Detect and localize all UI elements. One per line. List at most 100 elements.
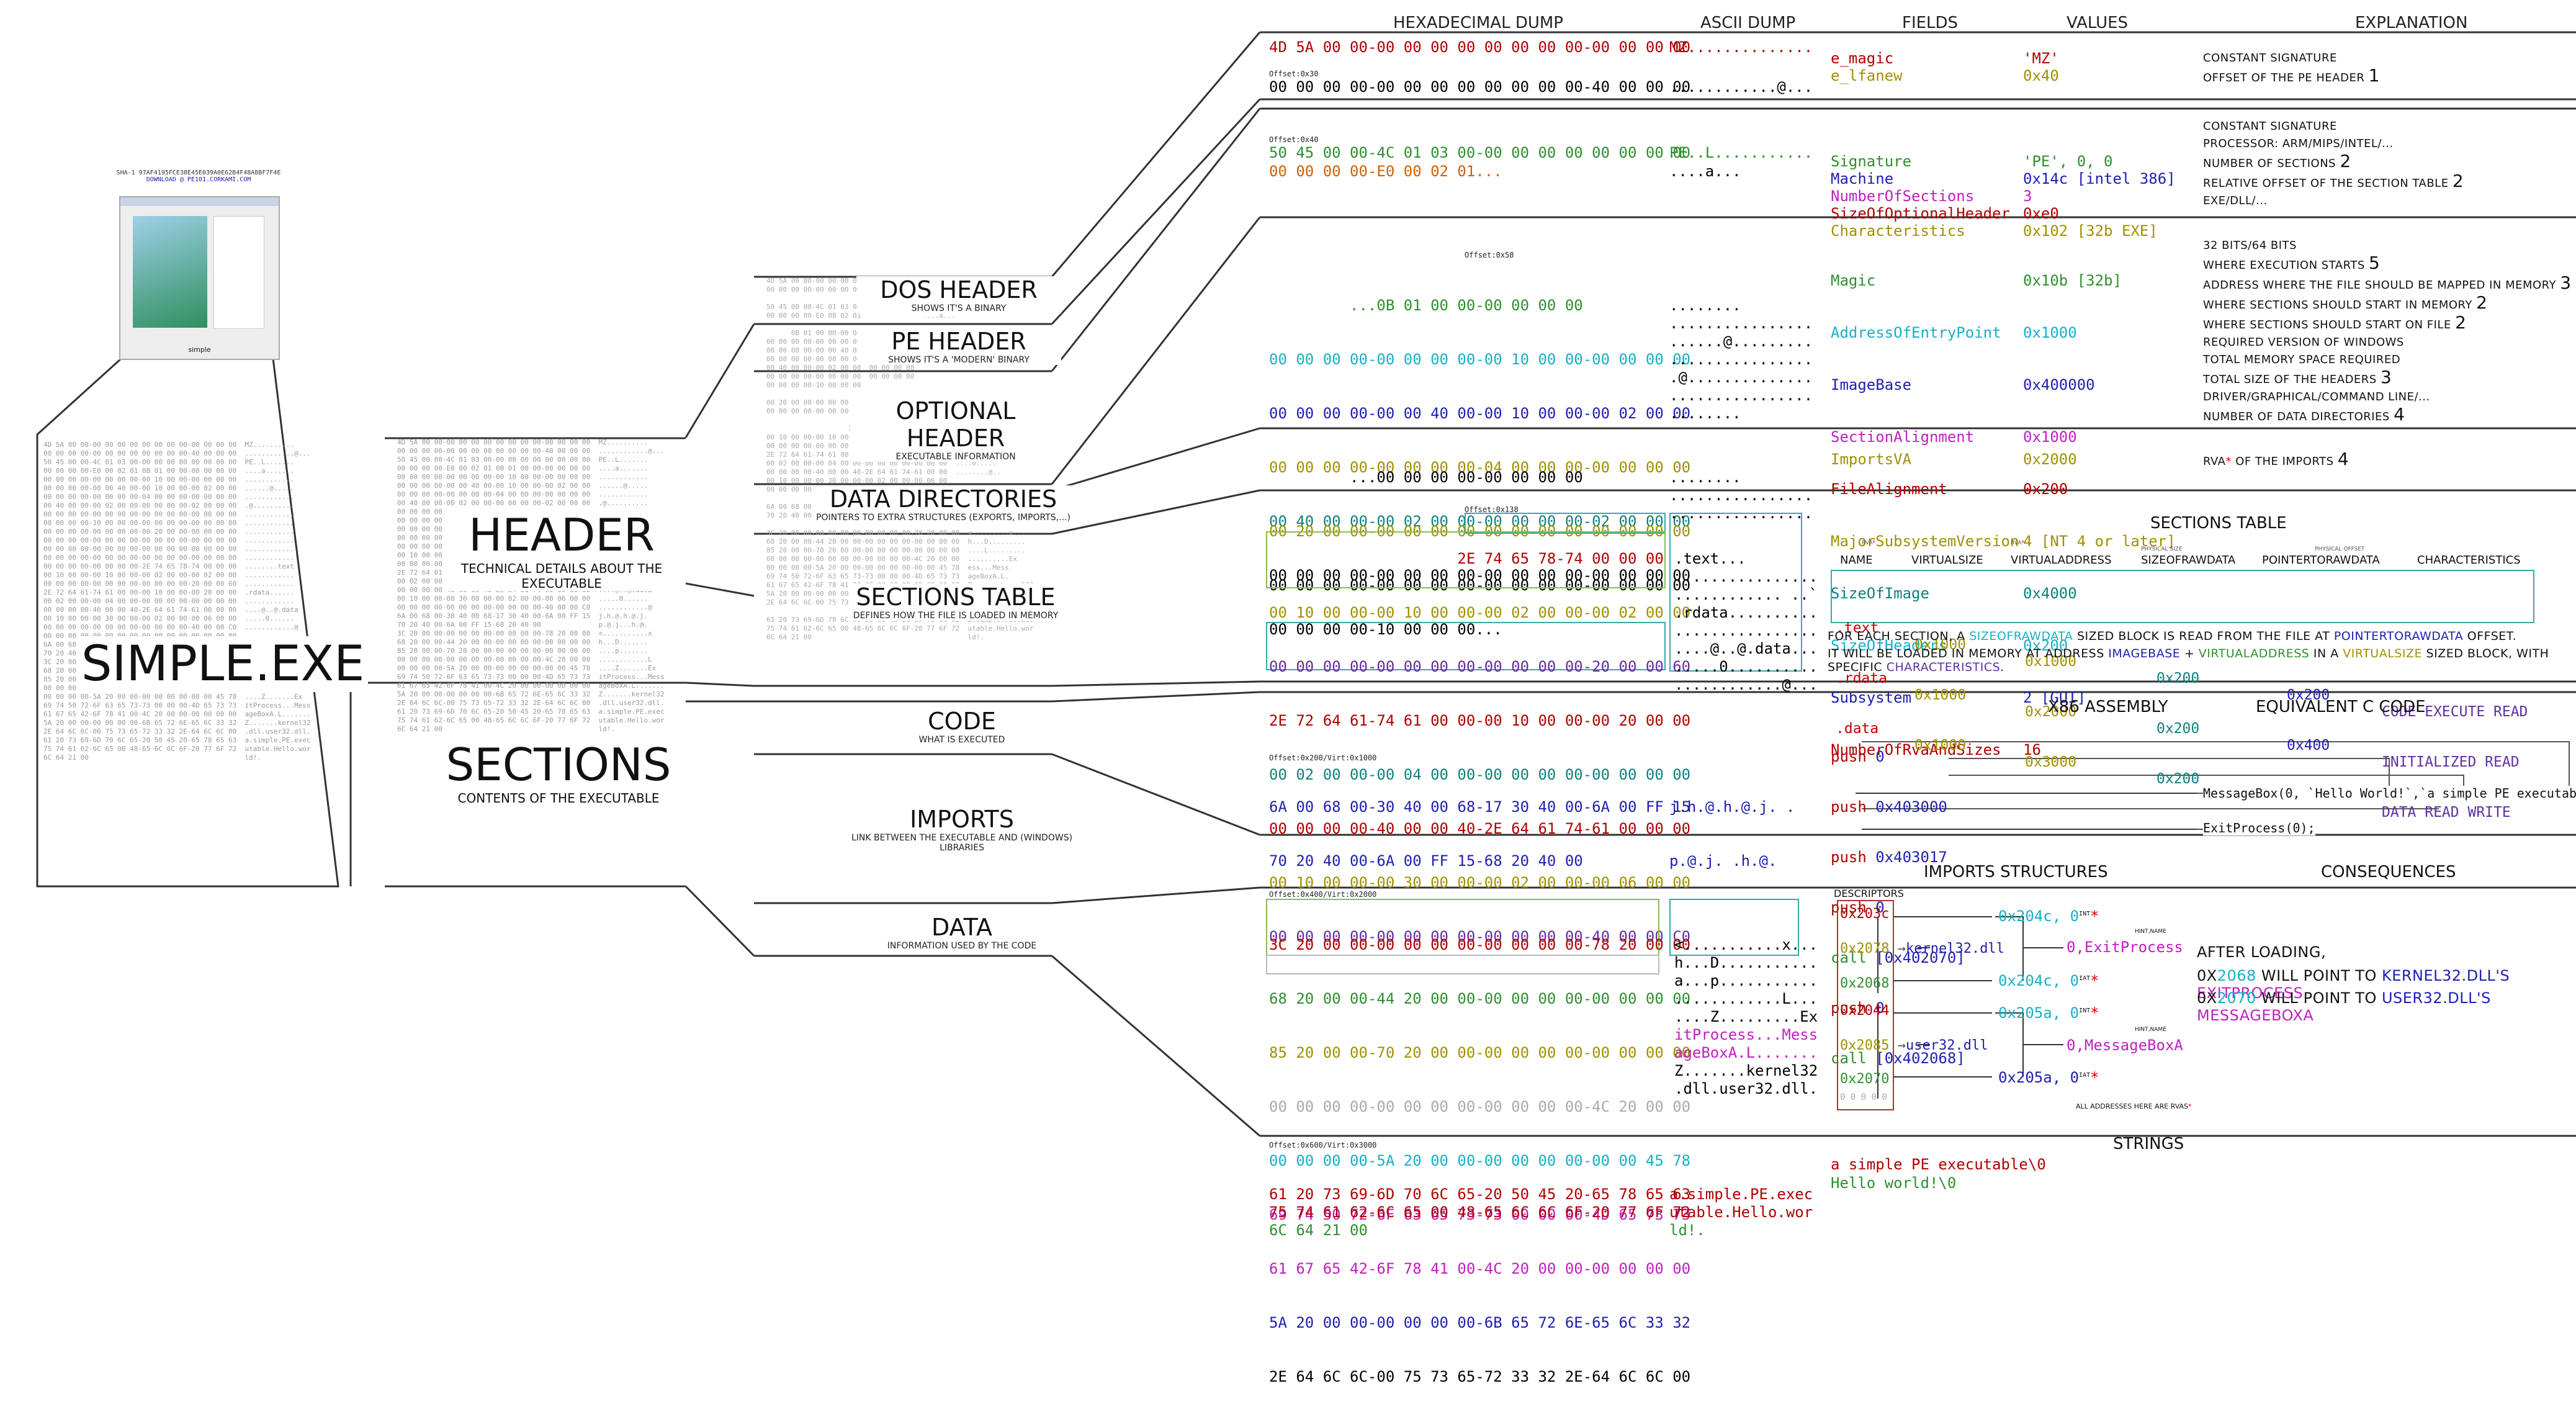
sections-title: SECTIONS — [446, 739, 671, 791]
c-line-exitprocess: ExitProcess(0); — [2203, 821, 2315, 835]
optional-header-title: OPTIONAL HEADER — [895, 397, 1016, 452]
descriptor-nulls: 0 0 0 0 0 — [1840, 1092, 1887, 1102]
imports-sub: LINK BETWEEN THE EXECUTABLE AND (WINDOWS… — [851, 833, 1073, 853]
data-offset: Offset:0x600/Virt:0x3000 — [1269, 1141, 1377, 1150]
string-2: Hello world!\0 — [1831, 1174, 1957, 1192]
pe-hex-line1: 50 45 00 00-4C 01 03 00-00 00 00 00 00 0… — [1269, 144, 1691, 161]
hint-name-label-2: HINT,NAME — [2135, 1027, 2166, 1033]
asm-heading: X86 ASSEMBLY — [2048, 698, 2168, 716]
label-imports: IMPORTS LINK BETWEEN THE EXECUTABLE AND … — [832, 806, 1092, 853]
optional-header-sub: EXECUTABLE INFORMATION — [895, 452, 1016, 462]
c-line-messagebox: MessageBox(0, `Hello World!`,`a simple P… — [2203, 786, 2576, 801]
consequences-heading: CONSEQUENCES — [2321, 863, 2456, 881]
label-code: CODE WHAT IS EXECUTED — [881, 708, 1043, 745]
sections-ascii: .text............................... ..`… — [1674, 550, 1818, 693]
iat-kernel32: 0x204c, 0IAT* — [1998, 972, 2099, 989]
sections-offset: Offset:0x138 — [1465, 505, 1519, 514]
header-title: HEADER — [469, 509, 655, 561]
col-fields: FIELDS — [1902, 14, 1959, 32]
sections-label: SECTIONS CONTENTS OF THE EXECUTABLE — [434, 739, 683, 806]
col-hex: HEXADECIMAL DUMP — [1393, 14, 1563, 32]
sections-table-sub: DEFINES HOW THE FILE IS LOADED IN MEMORY — [853, 611, 1059, 621]
descriptor-6: 0x2070 — [1840, 1071, 1890, 1087]
sections-subtitle: CONTENTS OF THE EXECUTABLE — [457, 791, 660, 806]
sections-note-2: IT WILL BE LOADED IN MEMORY AT ADDRESS I… — [1828, 647, 2549, 674]
label-data: DATA INFORMATION USED BY THE CODE — [881, 914, 1043, 951]
pe-ascii-line2: ....a... — [1669, 163, 1741, 180]
descriptor-null-box — [1266, 955, 1659, 974]
imports-va-explanation: RVA* OF THE IMPORTS 4 — [2203, 449, 2349, 469]
code-sub: WHAT IS EXECUTED — [918, 735, 1005, 745]
window-thumbnail: simple — [119, 196, 280, 360]
connector-lines — [36, 31, 2576, 1137]
descriptor-4: 0x2044 — [1840, 1003, 1890, 1019]
descriptor-2: 0x2078 →kernel32.dll — [1840, 941, 2004, 956]
pe-header-title: PE HEADER — [891, 328, 1026, 355]
imports-title: IMPORTS — [910, 806, 1014, 833]
download-link[interactable]: DOWNLOAD @ PE101.CORKAMI.COM — [146, 176, 251, 183]
consequence-1: 0X2068 WILL POINT TO KERNEL32.DLL'S EXIT… — [2197, 967, 2510, 1002]
code-offset: Offset:0x200/Virt:0x1000 — [1269, 754, 1377, 762]
optional-explanations: 32 BITS/64 BITS WHERE EXECUTION STARTS 5… — [2203, 239, 2572, 425]
imports-offset: Offset:0x400/Virt:0x2000 — [1269, 890, 1377, 899]
data-directories-title: DATA DIRECTORIES — [829, 485, 1057, 513]
data-sub: INFORMATION USED BY THE CODE — [887, 941, 1037, 951]
imports-va-value: 0x2000 — [2023, 451, 2077, 468]
int-star-icon: * — [2090, 907, 2099, 925]
col-ascii: ASCII DUMP — [1700, 14, 1796, 32]
hint-messageboxa: 0,MessageBoxA — [2067, 1037, 2183, 1054]
text-section-box — [1266, 531, 1666, 588]
star-icon-2: * — [2021, 540, 2025, 546]
middle-dump: 4D 5A 00 00-00 00 00 00 00 00 00 00-00 0… — [397, 438, 665, 733]
file-hash: SHA-1 97AF4195FCE38E45E039A0E62B4F48A8BF… — [116, 169, 281, 176]
sections-table-title: SECTIONS TABLE — [856, 583, 1056, 611]
dos-header-sub: SHOWS IT'S A BINARY — [911, 304, 1007, 313]
optional-offset: Offset:0x58 — [1465, 251, 1514, 259]
dos-values: 'MZ'0x40 — [2023, 50, 2059, 84]
label-dos-header: DOS HEADER SHOWS IT'S A BINARY — [856, 276, 1061, 313]
header-label: HEADER TECHNICAL DETAILS ABOUT THE EXECU… — [444, 509, 680, 591]
imports-ascii-box — [1669, 899, 1799, 956]
col-values: VALUES — [2067, 14, 2129, 32]
optional-fields: Magic AddressOfEntryPoint ImageBase Sect… — [1831, 272, 2019, 758]
physical-offset-label: PHYSICAL OFFSET — [2315, 546, 2365, 552]
iat-user32: 0x205a, 0IAT* — [1998, 1069, 2099, 1086]
optional-hex: ...0B 01 00 00-00 00 00 00 00 00 00 00-0… — [1269, 297, 1691, 638]
rva-star-icon: * — [2225, 455, 2232, 468]
thumbnail-caption-area: SHA-1 97AF4195FCE38E45E039A0E62B4F48A8BF… — [102, 169, 295, 183]
rva-note-star-icon: * — [2188, 1102, 2192, 1110]
label-sections-table: SECTIONS TABLE DEFINES HOW THE FILE IS L… — [850, 583, 1061, 621]
after-loading: AFTER LOADING, — [2197, 943, 2327, 961]
descriptor-5: 0x2085 →user32.dll — [1840, 1038, 1988, 1053]
label-data-directories: DATA DIRECTORIES POINTERS TO EXTRA STRUC… — [813, 485, 1074, 523]
data-title: DATA — [931, 914, 992, 941]
data-directories-sub: POINTERS TO EXTRA STRUCTURES (EXPORTS, I… — [816, 513, 1070, 523]
code-title: CODE — [928, 708, 996, 735]
int-kernel32: 0x204c, 0INT* — [1998, 907, 2099, 925]
imports-structures-heading: IMPORTS STRUCTURES — [1924, 863, 2108, 881]
descriptor-1: 0x203c — [1840, 906, 1890, 922]
consequence-2: 0X2070 WILL POINT TO USER32.DLL'S MESSAG… — [2197, 989, 2491, 1024]
physical-size-label: PHYSICAL SIZE — [2141, 546, 2183, 552]
data-section-box — [1266, 622, 1666, 670]
code-hex: 6A 00 68 00-30 40 00 68-17 30 40 00-6A 0… — [1269, 798, 1691, 870]
iat-star-icon-2: * — [2090, 1069, 2099, 1086]
asm-listing: push 0 push 0x403000 push 0x403017 push … — [1831, 748, 1965, 1067]
pe-hex-line2: 00 00 00 00-E0 00 02 01... — [1269, 163, 1502, 180]
int-user32: 0x205a, 0INT* — [1998, 1004, 2099, 1022]
rva-tiny-label-2: RVA* — [2011, 540, 2024, 546]
optional-ascii: ..............................@.........… — [1669, 297, 1813, 422]
thumbnail-panel — [213, 216, 264, 329]
col-explanation: EXPLANATION — [2355, 14, 2468, 32]
sections-rows: .text 0x1000 0x1000 0x200 0x200 CODE EXE… — [1836, 620, 2528, 821]
string-1: a simple PE executable\0 — [1831, 1156, 2046, 1173]
descriptor-3: 0x2068 — [1840, 976, 1890, 991]
descriptors-label: DESCRIPTORS — [1834, 888, 1904, 899]
all-rva-note: ALL ADDRESSES HERE ARE RVAS* — [2076, 1102, 2192, 1110]
sections-note-1: FOR EACH SECTION, A SIZEOFRAWDATA SIZED … — [1828, 629, 2517, 643]
sections-table-heading: SECTIONS TABLE — [2150, 514, 2287, 533]
